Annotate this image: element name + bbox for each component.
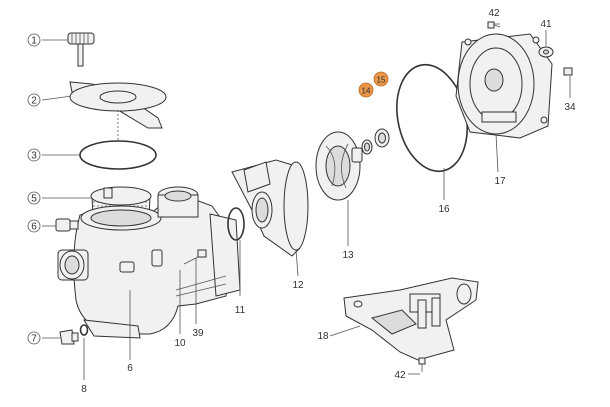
label-5: 5 bbox=[31, 194, 37, 205]
label-14: 14 bbox=[362, 87, 371, 96]
label-13: 13 bbox=[342, 250, 354, 261]
part-13-impeller bbox=[315, 131, 363, 246]
part-12-diffuser bbox=[231, 159, 309, 277]
part-15-mechanical-seal bbox=[373, 71, 390, 148]
label-39: 39 bbox=[192, 328, 204, 339]
label-circle-7 bbox=[27, 331, 41, 345]
part-42-screw-bottom bbox=[408, 357, 426, 375]
label-1: 1 bbox=[31, 36, 37, 47]
part-3-lid-o-ring bbox=[42, 110, 157, 170]
label-7: 7 bbox=[31, 334, 37, 345]
label-circle-1 bbox=[27, 33, 41, 47]
part-8-drain-o-ring bbox=[79, 324, 89, 380]
label-42a: 42 bbox=[488, 8, 500, 19]
label-circle-3 bbox=[27, 148, 41, 162]
part-41-washer bbox=[538, 30, 554, 58]
label-3: 3 bbox=[31, 151, 37, 162]
label-circle-5 bbox=[27, 191, 41, 205]
part-6-drain-plug-top bbox=[42, 218, 79, 232]
part-14-highlight-marker bbox=[358, 82, 374, 98]
part-42-screw-top bbox=[487, 21, 501, 29]
label-17: 17 bbox=[494, 176, 506, 187]
label-circle-6a bbox=[27, 219, 41, 233]
label-2: 2 bbox=[31, 96, 37, 107]
part-7-drain-plug bbox=[42, 329, 79, 345]
part-34-nut bbox=[563, 67, 573, 98]
part-11-diffuser-o-ring bbox=[227, 207, 245, 296]
label-42b: 42 bbox=[394, 370, 406, 381]
label-41: 41 bbox=[540, 19, 552, 30]
label-10: 10 bbox=[174, 338, 186, 349]
label-6a: 6 bbox=[31, 222, 37, 233]
label-12: 12 bbox=[292, 280, 304, 291]
part-17-seal-plate bbox=[455, 33, 553, 173]
pump-housing bbox=[57, 186, 241, 339]
part-2-lid-clamp bbox=[41, 81, 167, 129]
part-39-screw bbox=[183, 249, 207, 265]
label-18: 18 bbox=[317, 331, 329, 342]
label-6b: 6 bbox=[127, 363, 133, 374]
part-18-base-bracket bbox=[329, 277, 479, 361]
label-11: 11 bbox=[235, 305, 246, 316]
label-8: 8 bbox=[81, 384, 87, 395]
label-15: 15 bbox=[377, 76, 386, 85]
label-circle-2 bbox=[27, 93, 41, 107]
label-34: 34 bbox=[564, 102, 576, 113]
label-circles bbox=[27, 33, 41, 345]
part-15-highlight-marker bbox=[373, 71, 389, 87]
label-16: 16 bbox=[438, 204, 450, 215]
part-1-lid-knob bbox=[42, 32, 95, 67]
part-14-seal-ring bbox=[358, 82, 374, 155]
